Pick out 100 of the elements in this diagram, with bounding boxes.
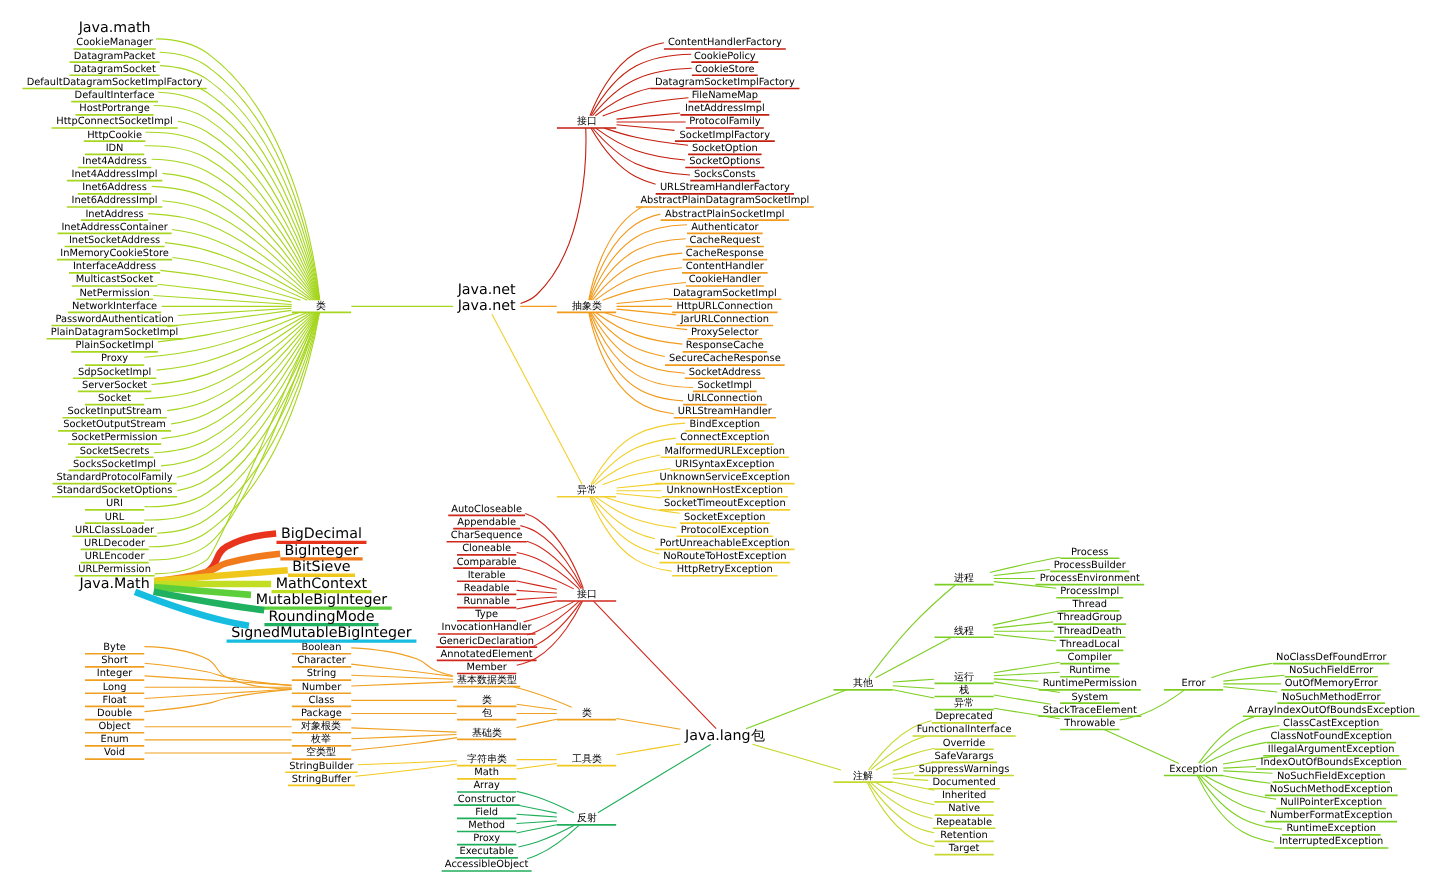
connector — [523, 512, 583, 590]
connector — [525, 540, 581, 590]
connector — [349, 663, 453, 677]
connector — [349, 674, 453, 680]
connector — [1221, 766, 1256, 769]
connector — [591, 496, 655, 540]
connector — [593, 267, 682, 301]
connector — [143, 739, 292, 741]
connector — [588, 496, 672, 572]
connector — [153, 580, 271, 588]
connector — [160, 172, 317, 301]
connector — [1203, 775, 1276, 800]
connector — [353, 763, 457, 777]
connector — [589, 127, 656, 185]
connector — [591, 311, 665, 358]
connector — [587, 213, 660, 301]
connector — [518, 305, 557, 307]
connector — [602, 311, 687, 331]
connector — [589, 496, 659, 555]
connector — [515, 713, 557, 715]
connector — [515, 589, 557, 594]
connector — [1118, 689, 1184, 721]
connector — [868, 781, 932, 820]
connector — [992, 678, 1038, 682]
connector — [516, 824, 575, 848]
connector — [1199, 775, 1265, 813]
connector — [1221, 683, 1281, 685]
connector — [160, 305, 292, 307]
connector — [514, 824, 557, 834]
connector — [992, 661, 1060, 674]
connector — [149, 311, 313, 386]
connector — [874, 747, 934, 771]
connector — [146, 213, 314, 301]
connector — [515, 600, 583, 666]
connector — [750, 743, 841, 771]
connector — [1221, 755, 1278, 765]
connector — [527, 600, 581, 649]
connector — [614, 297, 668, 305]
connector — [588, 42, 664, 117]
connector — [150, 185, 316, 301]
connector — [151, 295, 292, 306]
connector — [992, 621, 1053, 629]
connector — [992, 681, 1060, 693]
connector — [170, 257, 307, 301]
connector — [142, 646, 292, 690]
connector — [349, 727, 457, 733]
connector — [992, 568, 1050, 577]
connector — [1220, 775, 1270, 784]
connector — [590, 252, 682, 301]
connector — [143, 688, 292, 700]
connector — [143, 675, 292, 686]
connector — [614, 490, 662, 492]
connector — [176, 307, 292, 317]
connector — [142, 311, 307, 358]
connector — [143, 688, 291, 713]
connector — [519, 127, 586, 304]
connector — [349, 737, 457, 751]
connector — [891, 685, 934, 690]
connector — [1221, 674, 1284, 682]
connector — [155, 283, 292, 303]
connector — [1199, 724, 1279, 764]
connector — [514, 600, 557, 610]
connector — [1103, 729, 1179, 764]
connector — [594, 496, 676, 529]
connector — [602, 496, 680, 514]
connector — [170, 228, 313, 301]
connector — [591, 127, 690, 176]
connector — [992, 671, 1060, 677]
connector — [590, 437, 676, 485]
connector — [518, 567, 574, 590]
connector — [589, 422, 685, 486]
connector — [525, 824, 579, 860]
connector — [991, 610, 1060, 626]
connector — [1209, 662, 1273, 679]
connector — [522, 600, 575, 623]
connector — [587, 312, 683, 402]
connector — [515, 551, 579, 590]
connector — [590, 67, 692, 117]
connector — [594, 127, 685, 161]
connector — [744, 689, 846, 730]
connector — [349, 733, 457, 740]
connector — [891, 781, 934, 791]
connector — [874, 636, 952, 679]
connector — [151, 588, 264, 614]
connector — [515, 790, 574, 814]
connector — [132, 588, 249, 629]
connector — [591, 600, 716, 730]
connector — [143, 662, 291, 686]
connector — [349, 699, 457, 701]
connector — [601, 97, 688, 117]
connector — [152, 566, 288, 585]
connector — [992, 707, 1060, 720]
connector — [891, 772, 914, 775]
connector — [515, 813, 557, 818]
connector — [515, 759, 557, 761]
connector — [349, 647, 453, 677]
connector — [152, 583, 251, 599]
connector — [601, 467, 671, 486]
connector — [596, 743, 711, 814]
connector — [992, 581, 1056, 589]
